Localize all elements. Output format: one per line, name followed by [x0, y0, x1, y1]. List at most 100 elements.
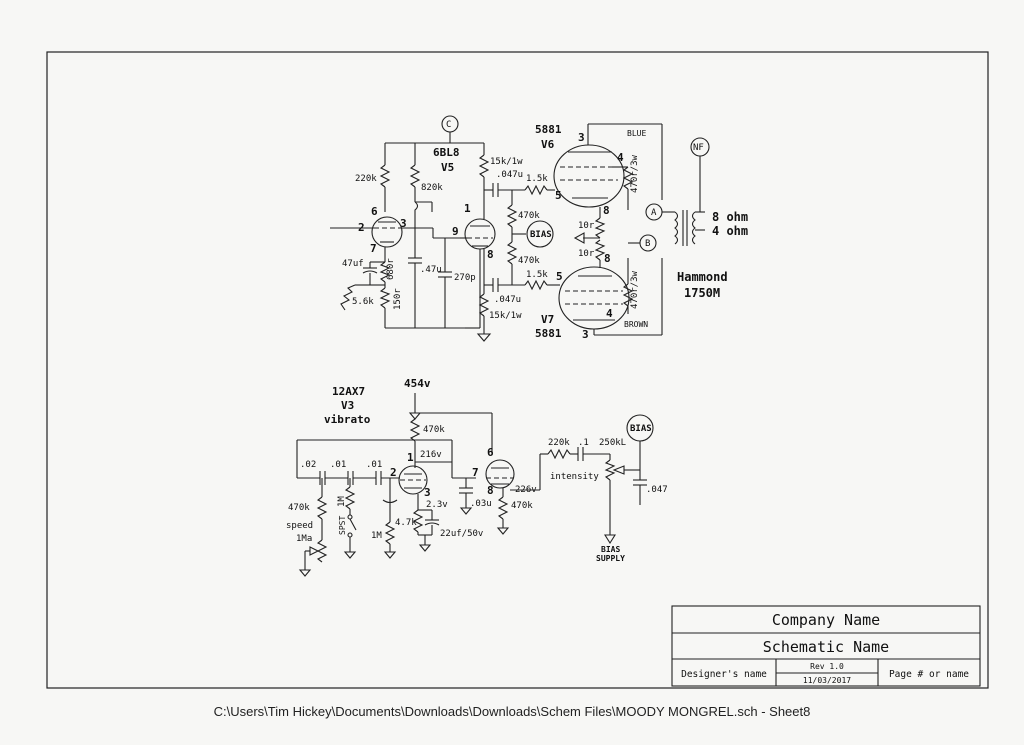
vib-pin-2: 2 — [390, 466, 397, 479]
title-designer: Designer's name — [681, 669, 767, 680]
tube-v5-triode — [371, 216, 403, 248]
vibrato-r-470k-plate: 470k — [423, 425, 445, 435]
node-nf-label: NF — [693, 143, 704, 153]
vibrato-section: 12AX7 V3 vibrato 454v 470k 1 2 3 216v 2.… — [286, 377, 668, 577]
tube-v6 — [553, 144, 625, 208]
vib-r-220k: 220k — [548, 438, 570, 448]
vib-c-22uf: 22uf/50v — [440, 529, 483, 539]
output-8-ohm: 8 ohm — [712, 210, 748, 224]
vib-speed-label: speed — [286, 521, 313, 531]
r-10r-a-label: 10r — [578, 221, 595, 231]
vib-r-470k-right: 470k — [511, 501, 533, 511]
vib-r-470k-left: 470k — [288, 503, 310, 513]
r-470r-bot-label: 470r/3w — [630, 270, 640, 309]
tube-v6-id: V6 — [541, 138, 555, 151]
vib-pin-6: 6 — [487, 446, 494, 459]
r-5-6k-label: 5.6k — [352, 297, 374, 307]
bias-node-power-label: BIAS — [530, 230, 552, 240]
transformer-model: 1750M — [684, 286, 720, 300]
r-10r-b-label: 10r — [578, 249, 595, 259]
vib-c-1: .1 — [578, 438, 589, 448]
vib-pot-1ma: 1Ma — [296, 534, 312, 544]
vib-bias-supply-1: BIAS — [601, 545, 620, 554]
vib-intensity-label: intensity — [550, 472, 599, 482]
v6-pin-5: 5 — [555, 189, 562, 202]
v6-pin-8: 8 — [603, 204, 610, 217]
node-c-label: C — [446, 120, 451, 130]
title-page: Page # or name — [889, 669, 969, 680]
vib-r-1m-top: 1M — [337, 496, 347, 507]
title-schematic: Schematic Name — [763, 638, 889, 656]
output-4-ohm: 4 ohm — [712, 224, 748, 238]
r-150r-label: 150r — [393, 288, 403, 310]
v5-pin-2: 2 — [358, 221, 365, 234]
output-transformer — [674, 211, 679, 245]
vibrato-tube-id: V3 — [341, 399, 354, 412]
r-15k-top-label: 15k/1w — [490, 157, 523, 167]
v7-pin-4: 4 — [606, 307, 613, 320]
r-470k-top-label: 470k — [518, 211, 540, 221]
vib-pin-3: 3 — [424, 486, 431, 499]
vib-r-1m-bot: 1M — [371, 531, 382, 541]
v6-pin-4: 4 — [617, 151, 624, 164]
vib-pot-250k: 250kL — [599, 438, 626, 448]
vib-spst-label: SPST — [338, 516, 347, 535]
r-220k-label: 220k — [355, 174, 377, 184]
v7-pin-8: 8 — [604, 252, 611, 265]
c-47u-label: .47u — [420, 265, 442, 275]
r-15k-bot-label: 15k/1w — [489, 311, 522, 321]
c-47uf-label: 47uf — [342, 259, 364, 269]
vibrato-supply: 454v — [404, 377, 431, 390]
r-1-5k-top-label: 1.5k — [526, 174, 548, 184]
transformer-brand: Hammond — [677, 270, 728, 284]
tube-v7-id: V7 — [541, 313, 554, 326]
vib-pin-1: 1 — [407, 451, 414, 464]
wire-blue-label: BLUE — [627, 129, 646, 138]
c-270p-label: 270p — [454, 273, 476, 283]
r-1-5k-bot-label: 1.5k — [526, 270, 548, 280]
wire-brown-label: BROWN — [624, 320, 648, 329]
vib-c-03u: .03u — [470, 499, 492, 509]
bias-node-power — [526, 220, 554, 248]
v5-pin-7: 7 — [370, 242, 377, 255]
v5-pin-1: 1 — [464, 202, 471, 215]
vib-c-047: .047 — [646, 485, 668, 495]
vib-r-4-7k: 4.7k — [395, 518, 417, 528]
v5-pin-8: 8 — [487, 248, 494, 261]
tube-v5-type: 6BL8 — [433, 146, 460, 159]
c-047-bot-label: .047u — [494, 295, 521, 305]
node-b-marker — [639, 234, 657, 252]
sheet-border — [46, 51, 989, 689]
node-b-label: B — [645, 239, 650, 249]
v7-pin-3: 3 — [582, 328, 589, 341]
vib-c-01a: .01 — [330, 460, 346, 470]
tube-v7-type: 5881 — [535, 327, 562, 340]
v7-pin-5: 5 — [556, 270, 563, 283]
v5-pin-9: 9 — [452, 225, 459, 238]
vibrato-name: vibrato — [324, 413, 371, 426]
v5-pin-3: 3 — [400, 217, 407, 230]
vib-bias-supply-2: SUPPLY — [596, 554, 625, 563]
tube-v6-type: 5881 — [535, 123, 562, 136]
c-047-top-label: .047u — [496, 170, 523, 180]
vib-pin-8: 8 — [487, 484, 494, 497]
title-date: 11/03/2017 — [803, 676, 851, 685]
r-470r-top-label: 470r/3w — [630, 154, 640, 193]
vibrato-triode-1 — [398, 465, 428, 495]
vib-pin-7: 7 — [472, 466, 479, 479]
v6-pin-3: 3 — [578, 131, 585, 144]
vib-c-02: .02 — [300, 460, 316, 470]
vibrato-triode-2 — [485, 459, 515, 489]
node-a-label: A — [651, 208, 657, 218]
title-rev: Rev 1.0 — [810, 662, 844, 671]
node-nf-marker — [690, 137, 710, 157]
title-company: Company Name — [772, 611, 880, 629]
r-470k-bot-label: 470k — [518, 256, 540, 266]
vib-v2-3: 2.3v — [426, 500, 448, 510]
vib-bias-node-label: BIAS — [630, 424, 652, 434]
file-path-footer: C:\Users\Tim Hickey\Documents\Downloads\… — [213, 704, 811, 719]
r-680r-label: 680r — [386, 258, 396, 280]
vib-c-01b: .01 — [366, 460, 382, 470]
r-820k-label: 820k — [421, 183, 443, 193]
